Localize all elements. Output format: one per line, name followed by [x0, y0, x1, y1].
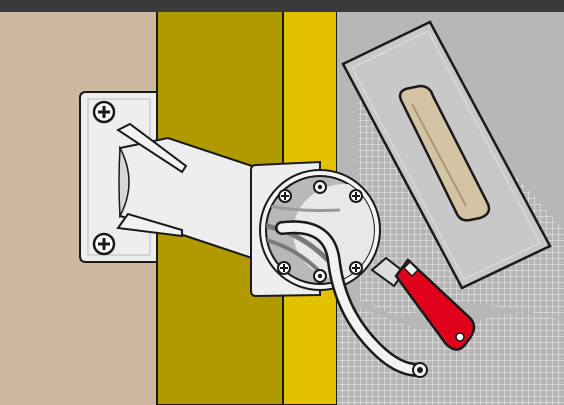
- top-bar: [0, 0, 564, 12]
- screw-icon: [94, 234, 114, 254]
- screw-icon: [350, 262, 362, 274]
- rivet-icon: [314, 270, 326, 282]
- screw-icon: [350, 190, 362, 202]
- rivet-icon: [314, 181, 326, 193]
- screw-icon: [279, 190, 291, 202]
- screw-icon: [278, 262, 290, 274]
- screw-icon: [94, 102, 114, 122]
